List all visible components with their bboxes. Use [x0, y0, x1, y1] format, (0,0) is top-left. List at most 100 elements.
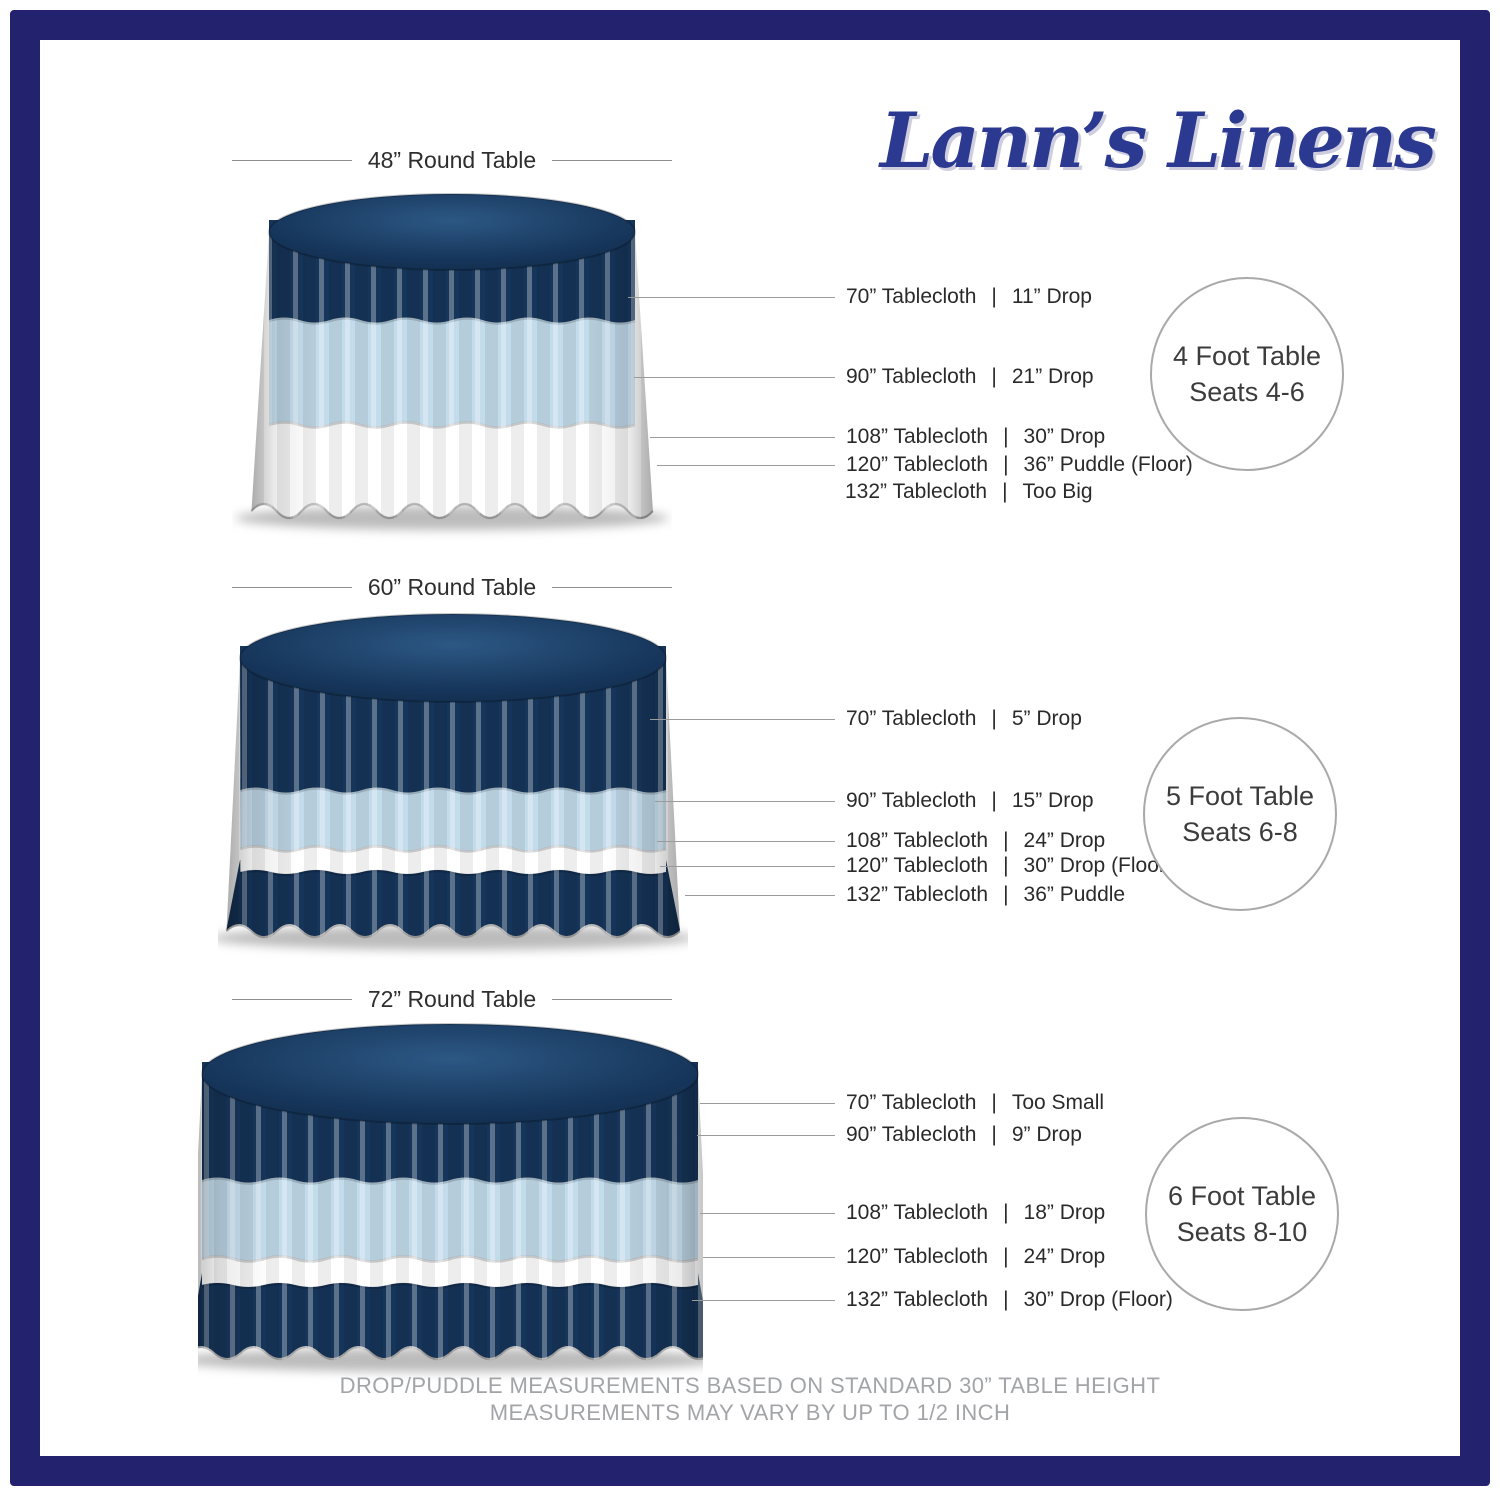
seating-badge-4ft: 4 Foot Table Seats 4-6 [1150, 277, 1344, 471]
callout-divider: | [991, 285, 997, 308]
callout: 90” Tablecloth | 9” Drop [697, 1122, 1082, 1148]
callout-size: 70” Tablecloth [846, 1091, 977, 1114]
callout-divider: | [1003, 1288, 1009, 1311]
footer-line1: DROP/PUDDLE MEASUREMENTS BASED ON STANDA… [339, 1373, 1161, 1398]
callout-size: 132” Tablecloth [845, 480, 988, 503]
callout-value: Too Small [1011, 1091, 1105, 1114]
callout-size: 70” Tablecloth [846, 707, 977, 730]
callout-size: 108” Tablecloth [846, 829, 989, 852]
callout-divider: | [1003, 425, 1009, 448]
section-title-text: 48” Round Table [367, 146, 537, 173]
section-title-48: 48” Round Table [232, 147, 672, 173]
title-line-right [552, 586, 672, 588]
callout-size: 108” Tablecloth [846, 425, 989, 448]
callout-line [650, 436, 835, 438]
section-title-text: 72” Round Table [367, 985, 537, 1012]
callout: 90” Tablecloth | 21” Drop [634, 364, 1094, 390]
callout-divider: | [1003, 453, 1009, 476]
callout-line [697, 1134, 835, 1136]
callout-line [657, 464, 835, 466]
callout: 120” Tablecloth | 36” Puddle (Floor) [657, 452, 1193, 478]
title-line-right [552, 998, 672, 1000]
callout: 108” Tablecloth | 18” Drop [700, 1200, 1105, 1226]
callout-size: 70” Tablecloth [846, 285, 977, 308]
callout-line [692, 1299, 835, 1301]
title-line-left [232, 159, 352, 161]
callout-size: 90” Tablecloth [846, 1123, 977, 1146]
callout-line [650, 718, 835, 720]
callout-value: 15” Drop [1011, 789, 1094, 812]
callout-divider: | [1003, 1201, 1009, 1224]
title-line-left [232, 998, 352, 1000]
callout-line [655, 800, 835, 802]
callout-value: 9” Drop [1011, 1123, 1082, 1146]
callout: 120” Tablecloth | 24” Drop [703, 1244, 1105, 1270]
callout-value: 18” Drop [1023, 1201, 1106, 1224]
callout-divider: | [991, 1123, 997, 1146]
callout-line [660, 865, 835, 867]
callout: 70” Tablecloth | 5” Drop [650, 706, 1082, 732]
callout-value: 24” Drop [1023, 829, 1106, 852]
callout-size: 132” Tablecloth [846, 883, 989, 906]
badge-line2: Seats 4-6 [1189, 377, 1305, 407]
callout-size: 90” Tablecloth [846, 365, 977, 388]
callout: 132” Tablecloth | 36” Puddle [685, 882, 1125, 908]
section-title-text: 60” Round Table [367, 573, 537, 600]
callout-divider: | [1002, 480, 1008, 503]
callout-size: 120” Tablecloth [846, 453, 989, 476]
callout-divider: | [991, 1091, 997, 1114]
callout-divider: | [1003, 1245, 1009, 1268]
callout: 120” Tablecloth | 30” Drop (Floor) [660, 853, 1173, 879]
callout-value: 5” Drop [1011, 707, 1082, 730]
callout-value: 30” Drop (Floor) [1023, 854, 1173, 877]
callout-value: 36” Puddle [1023, 883, 1126, 906]
footer-note: DROP/PUDDLE MEASUREMENTS BASED ON STANDA… [0, 1372, 1500, 1426]
callout-value: 11” Drop [1011, 285, 1092, 308]
table-illustration-48 [232, 192, 672, 562]
callout-line [700, 1102, 835, 1104]
callout-value: 30” Drop (Floor) [1023, 1288, 1173, 1311]
brand-logo: Lann’s Linens [880, 96, 1437, 185]
callout-size: 120” Tablecloth [846, 1245, 989, 1268]
callout-size: 108” Tablecloth [846, 1201, 989, 1224]
badge-line1: 4 Foot Table [1172, 340, 1322, 371]
callout: 90” Tablecloth | 15” Drop [655, 788, 1094, 814]
callout-size: 120” Tablecloth [846, 854, 989, 877]
callout-line [703, 1256, 835, 1258]
badge-line2: Seats 6-8 [1182, 817, 1298, 847]
callout: 70” Tablecloth | Too Small [700, 1090, 1104, 1116]
seating-badge-6ft: 6 Foot Table Seats 8-10 [1145, 1117, 1339, 1311]
callout-divider: | [991, 707, 997, 730]
table-illustration-72 [172, 1022, 728, 1391]
callout: 70” Tablecloth | 11” Drop [628, 284, 1092, 310]
title-line-left [232, 586, 352, 588]
callout: 132” Tablecloth | Too Big [845, 479, 1093, 505]
callout-divider: | [1003, 854, 1009, 877]
callout-line [657, 840, 835, 842]
callout-divider: | [991, 789, 997, 812]
section-title-72: 72” Round Table [232, 986, 672, 1012]
callout: 132” Tablecloth | 30” Drop (Floor) [692, 1287, 1173, 1313]
footer-line2: MEASUREMENTS MAY VARY BY UP TO 1/2 INCH [489, 1400, 1011, 1425]
callout-size: 90” Tablecloth [846, 789, 977, 812]
callout-value: 24” Drop [1023, 1245, 1106, 1268]
badge-line1: 6 Foot Table [1167, 1180, 1317, 1211]
seating-badge-5ft: 5 Foot Table Seats 6-8 [1143, 717, 1337, 911]
callout-value: 21” Drop [1011, 365, 1094, 388]
callout-line [634, 376, 835, 378]
title-line-right [552, 159, 672, 161]
callout-line [628, 296, 835, 298]
callout-divider: | [1003, 829, 1009, 852]
callout-divider: | [991, 365, 997, 388]
callout: 108” Tablecloth | 30” Drop [650, 424, 1105, 450]
callout-size: 132” Tablecloth [846, 1288, 989, 1311]
callout-line [700, 1212, 835, 1214]
badge-line1: 5 Foot Table [1165, 780, 1315, 811]
table-illustration-60 [210, 612, 696, 969]
callout: 108” Tablecloth | 24” Drop [657, 828, 1105, 854]
section-title-60: 60” Round Table [232, 574, 672, 600]
callout-value: Too Big [1022, 480, 1093, 503]
callout-value: 36” Puddle (Floor) [1023, 453, 1193, 476]
callout-value: 30” Drop [1023, 425, 1106, 448]
